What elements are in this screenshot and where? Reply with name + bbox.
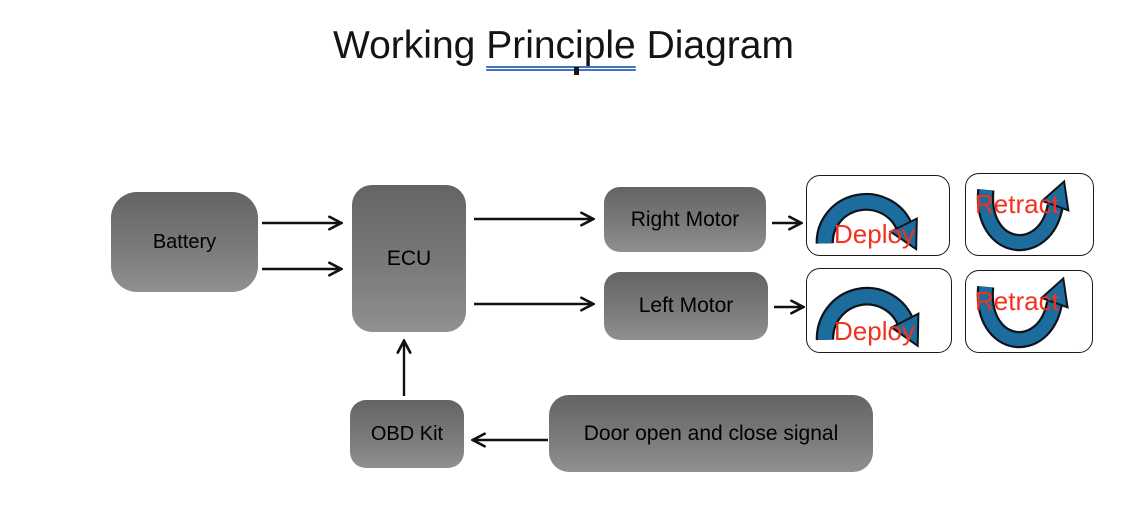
deploy-icon-box-left: Deploy: [806, 268, 952, 353]
title-prefix: Working: [333, 24, 487, 67]
deploy-arch-arrow-icon: [815, 286, 920, 348]
retract-icon-box-right: Retract: [965, 173, 1094, 256]
node-obd-kit-label: OBD Kit: [370, 422, 444, 445]
node-right-motor: Right Motor: [604, 187, 766, 252]
deploy-label: Deploy: [834, 316, 915, 346]
deploy-icon-box-right: Deploy: [806, 175, 950, 256]
retract-icon-box-left: Retract: [965, 270, 1093, 353]
node-door-signal-label: Door open and close signal: [583, 421, 839, 445]
deploy-arch-arrow-icon: [815, 192, 918, 251]
node-obd-kit: OBD Kit: [350, 400, 464, 468]
title-suffix: Diagram: [635, 24, 794, 67]
text-caret-mark: [574, 67, 579, 75]
node-ecu-label: ECU: [386, 246, 432, 270]
deploy-label: Deploy: [834, 219, 915, 249]
retract-u-arrow-icon: [976, 276, 1069, 349]
node-battery-label: Battery: [152, 230, 217, 253]
title-underlined-word: Principle: [486, 24, 636, 67]
node-ecu: ECU: [352, 185, 466, 332]
node-right-motor-label: Right Motor: [630, 207, 740, 231]
page-title: Working Principle Diagram: [0, 24, 1127, 68]
node-left-motor-label: Left Motor: [638, 294, 734, 317]
retract-u-arrow-icon: [976, 179, 1070, 252]
retract-label: Retract: [975, 286, 1059, 316]
node-battery: Battery: [111, 192, 258, 292]
node-left-motor: Left Motor: [604, 272, 768, 340]
node-door-signal: Door open and close signal: [549, 395, 873, 472]
retract-label: Retract: [975, 189, 1059, 219]
